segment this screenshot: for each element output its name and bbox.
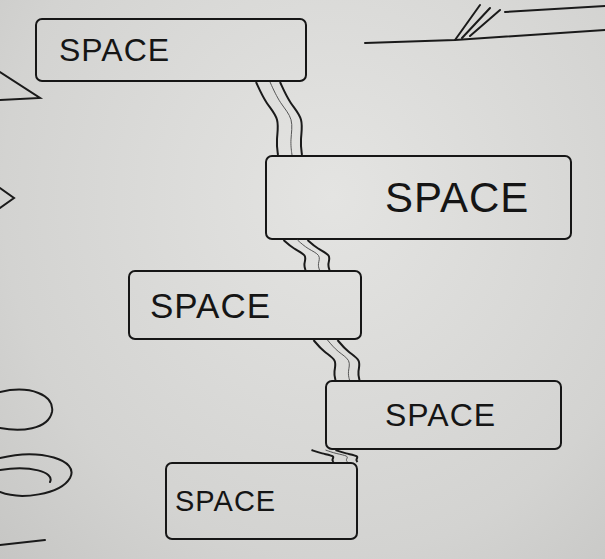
box-label: SPACE (150, 288, 271, 323)
ribbon-connector (284, 240, 330, 270)
box-label: SPACE (59, 34, 170, 66)
sketch-line (0, 540, 45, 545)
ribbon-hatch (298, 240, 320, 270)
ribbon-connector (256, 82, 302, 155)
ribbon-hatch (328, 340, 350, 380)
ribbon-edge (284, 240, 306, 270)
sketch-chevron (0, 188, 14, 208)
ribbon-hatch (326, 450, 348, 462)
space-box: SPACE (35, 18, 307, 82)
ribbon-connector (312, 450, 358, 462)
space-box: SPACE (325, 380, 562, 450)
space-box: SPACE (265, 155, 572, 240)
ribbon-edge (338, 340, 360, 380)
ribbon-edge (308, 240, 330, 270)
box-label: SPACE (385, 177, 529, 219)
ribbon-edge (280, 82, 302, 155)
sketch-ellipse (0, 390, 52, 430)
ribbon-connector (314, 340, 360, 380)
ribbon-edge (256, 82, 278, 155)
box-label: SPACE (175, 487, 276, 516)
space-box: SPACE (165, 462, 358, 540)
sketch-line (365, 30, 605, 43)
sketch-strokes (455, 5, 605, 40)
sketch-swirl (0, 454, 72, 495)
space-box: SPACE (128, 270, 362, 340)
ribbon-edge (314, 340, 336, 380)
ribbon-edge (336, 450, 358, 462)
ribbon-hatch (270, 82, 292, 155)
box-label: SPACE (385, 399, 496, 431)
sketch-triangle (0, 72, 40, 100)
ribbon-edge (312, 450, 334, 462)
